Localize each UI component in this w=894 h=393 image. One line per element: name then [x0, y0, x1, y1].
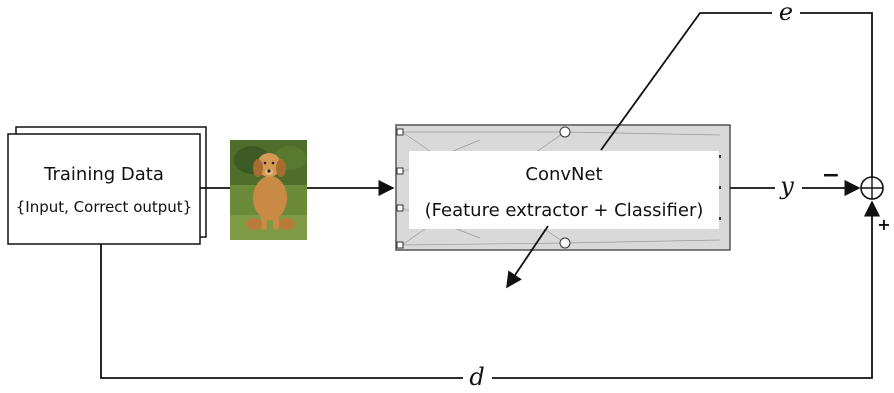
- error-e-label: e: [779, 0, 793, 26]
- training-data-card: [7, 133, 201, 245]
- puppy-image: [230, 140, 307, 240]
- output-nodes: [718, 155, 721, 220]
- target-path-left: [100, 244, 463, 379]
- convnet-block: ConvNet (Feature extractor + Classifier): [395, 124, 731, 251]
- convnet-label-panel: [409, 151, 719, 229]
- target-d-label: d: [469, 363, 484, 389]
- error-path-right: [800, 12, 873, 177]
- training-data-title: Training Data: [43, 164, 164, 185]
- convnet-title: ConvNet: [525, 164, 602, 185]
- minus-sign: −: [822, 163, 840, 188]
- error-path-left: [600, 12, 772, 151]
- output-y-label: y: [779, 172, 794, 200]
- input-nodes: [396, 128, 404, 249]
- convnet-subtitle: (Feature extractor + Classifier): [425, 200, 704, 221]
- target-path-right: [492, 200, 881, 379]
- training-data-block: Training Data {Input, Correct output}: [7, 126, 207, 245]
- hidden-node-bottom: [559, 237, 571, 249]
- hidden-node-top: [559, 126, 571, 138]
- error-backprop-arrow: [506, 225, 549, 289]
- plus-sign: +: [877, 215, 890, 234]
- training-data-subtitle: {Input, Correct output}: [16, 198, 192, 216]
- summing-junction: [860, 176, 884, 200]
